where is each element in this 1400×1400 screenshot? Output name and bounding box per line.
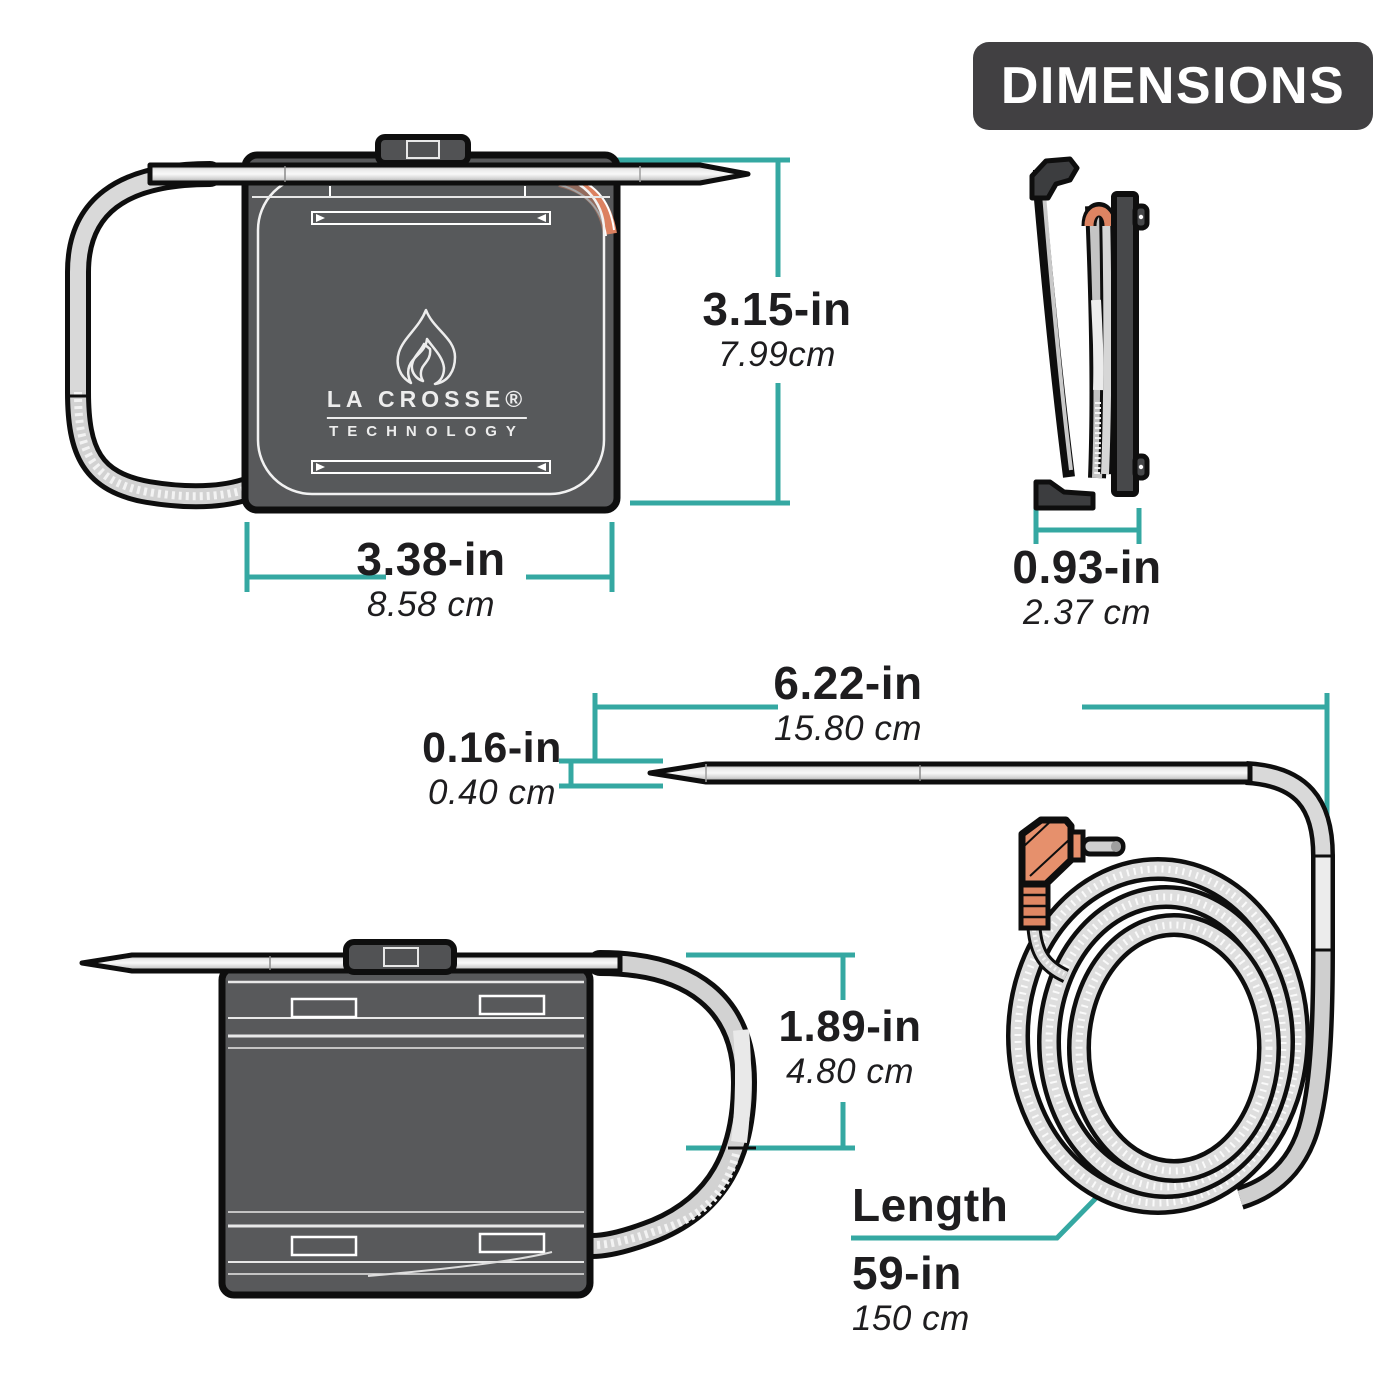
cable-length-value: 59-in: [852, 1247, 962, 1299]
probe-length-dimension-line: [592, 693, 1330, 818]
probe-length-value: 6.22-in: [773, 657, 923, 709]
front-cable-braid-texture: [74, 391, 257, 501]
side-clip-dot2: [1138, 464, 1144, 470]
cable-coil: [1006, 761, 1335, 1215]
brand-logo-text: LA CROSSE® TECHNOLOGY: [326, 386, 528, 440]
back-latch: [343, 939, 457, 975]
width-value: 3.38-in: [356, 533, 506, 585]
depth-dimension-line: [1033, 508, 1142, 544]
connector-facets: [1021, 819, 1072, 877]
front-cable-metal: [70, 166, 211, 390]
front-slots: [311, 211, 551, 474]
height-value: 3.15-in: [702, 283, 852, 335]
probe-cable-lower: [1237, 949, 1331, 1206]
cable-length-value-block: 59-in 150 cm: [852, 1250, 970, 1339]
front-latch: [375, 134, 471, 166]
front-view: [65, 134, 751, 514]
flame-icon: [396, 308, 457, 386]
connector: [1018, 816, 1126, 983]
loop-height-dimension-line: [686, 952, 855, 1151]
probe-diameter-dimension-label: 0.16-in 0.40 cm: [422, 727, 562, 813]
probe-cable-sleeve-ticks: [1311, 854, 1335, 952]
back-cable: [591, 955, 753, 1254]
brand-name: LA CROSSE®: [326, 386, 528, 419]
coil-rings: [1006, 857, 1310, 1215]
probe-length-metric: 15.80 cm: [774, 709, 922, 748]
side-front-wall: [1033, 170, 1075, 478]
side-bottom-foot: [1033, 479, 1096, 511]
brand-subname: TECHNOLOGY: [329, 423, 525, 440]
connector-ribs: [1021, 893, 1048, 919]
depth-metric: 2.37 cm: [1022, 593, 1151, 632]
cable-length-label: Length: [852, 1179, 1009, 1231]
side-view: [1029, 156, 1150, 511]
probe-diameter-value: 0.16-in: [422, 724, 562, 772]
loop-height-dimension-label: 1.89-in 4.80 cm: [779, 1005, 922, 1092]
connector-body: [1018, 816, 1075, 888]
cable-length-metric: 150 cm: [852, 1299, 970, 1338]
side-bundle-braid: [1094, 401, 1101, 478]
cable-length-title: Length: [852, 1182, 1008, 1228]
back-latch-notch: [383, 947, 419, 967]
back-cable-sleeve: [731, 1029, 752, 1144]
width-dimension-label: 3.38-in 8.58 cm: [356, 536, 505, 625]
back-cable-braid-texture: [593, 1153, 740, 1249]
probe-cable-metal: [1245, 765, 1331, 857]
side-bundle2: [1101, 211, 1112, 475]
back-seam-line: [367, 1251, 553, 1277]
back-ridge-lines: [228, 980, 584, 1275]
width-metric: 8.58 cm: [366, 585, 495, 624]
loop-height-metric: 4.80 cm: [785, 1052, 914, 1091]
dimensions-header: DIMENSIONS: [973, 42, 1373, 130]
dimension-lines: [244, 157, 1330, 1241]
width-dimension-line: [244, 522, 615, 592]
depth-value: 0.93-in: [1012, 541, 1162, 593]
probe-needle: [647, 761, 1253, 785]
front-cable-braid: [70, 389, 259, 505]
probe-diameter-metric: 0.40 cm: [427, 773, 556, 812]
front-probe: [147, 162, 751, 186]
front-hinge-marks: [329, 186, 526, 196]
connector-pin-tip: [1111, 841, 1121, 852]
side-top-hook: [1029, 156, 1080, 201]
back-clips: [290, 994, 546, 1257]
probe-length-dimension-label: 6.22-in 15.80 cm: [773, 660, 922, 749]
connector-tail: [1029, 927, 1068, 981]
side-bundle-sleeve: [1091, 299, 1104, 391]
side-clip-dot1: [1138, 214, 1144, 220]
height-dimension-label: 3.15-in 7.99cm: [702, 286, 851, 375]
cable-length-leader-line: [851, 1192, 1102, 1241]
probe-view: [647, 761, 1253, 785]
front-slot-arrows: [316, 214, 546, 471]
front-latch-notch: [406, 140, 440, 159]
connector-tail-braid: [1032, 929, 1065, 976]
probe-diameter-dimension-line: [559, 758, 663, 789]
back-view: [79, 939, 758, 1299]
front-cable-outline: [65, 161, 268, 510]
depth-dimension-label: 0.93-in 2.37 cm: [1012, 544, 1161, 633]
side-orange-cable: [1084, 206, 1114, 227]
loop-height-value: 1.89-in: [778, 1002, 922, 1051]
side-front-wall-highlight: [1041, 181, 1073, 471]
side-back-plate: [1111, 191, 1139, 497]
height-metric: 7.99cm: [718, 335, 836, 374]
